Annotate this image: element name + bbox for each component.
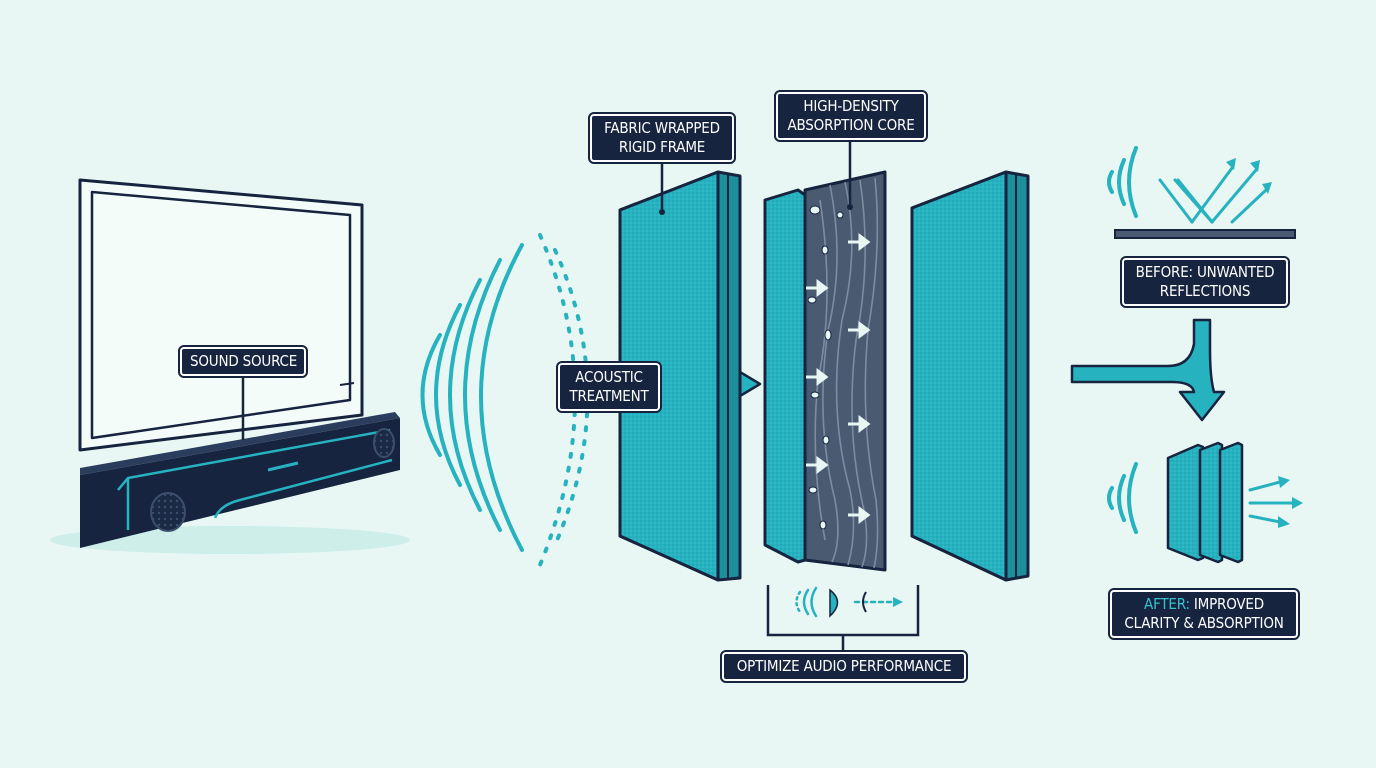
soundbar-icon bbox=[50, 412, 410, 554]
tv-icon bbox=[78, 178, 364, 452]
after-label: AFTER: IMPROVED CLARITY & ABSORPTION bbox=[1108, 588, 1300, 640]
absorption-core-icon bbox=[763, 170, 887, 572]
absorption-result-icon bbox=[1107, 441, 1303, 564]
acoustic-panel-icon bbox=[618, 170, 742, 582]
arrow-icon bbox=[1070, 318, 1226, 422]
absorption-core-label: HIGH-DENSITY ABSORPTION CORE bbox=[774, 90, 928, 142]
fabric-frame-label: FABRIC WRAPPED RIGID FRAME bbox=[588, 112, 736, 164]
optimize-bracket bbox=[766, 585, 920, 655]
sound-source-label: SOUND SOURCE bbox=[178, 345, 308, 378]
acoustic-treatment-label: ACOUSTIC TREATMENT bbox=[556, 361, 662, 413]
reflection-icon bbox=[1107, 146, 1296, 239]
acoustic-panel-icon bbox=[910, 170, 1030, 582]
before-label: BEFORE: UNWANTED REFLECTIONS bbox=[1120, 256, 1290, 308]
optimize-label: OPTIMIZE AUDIO PERFORMANCE bbox=[720, 650, 968, 683]
